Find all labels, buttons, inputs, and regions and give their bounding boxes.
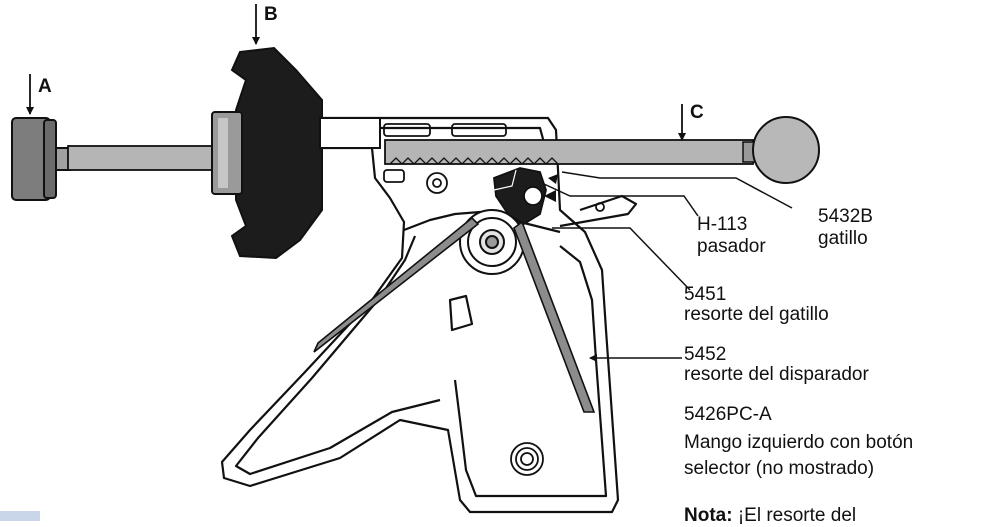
spring-arms [313,216,596,413]
label-trigger-code: 5432B [818,206,873,227]
label-pin-name: pasador [697,236,766,257]
front-cap [211,46,323,260]
label-handle-line1: Mango izquierdo con botón [684,432,914,453]
callout-c: C [690,102,704,123]
note-bold: Nota: [684,505,733,526]
label-handle-line2: selector (no mostrado) [684,458,875,479]
label-release-spring-code: 5452 [684,344,727,365]
label-release-spring-name: resorte del disparador [684,364,869,385]
corner-tab [0,511,40,521]
bottom-screw [510,442,544,476]
leader-lines [543,171,793,362]
pawl-arrows [544,174,558,202]
rack-rod [384,139,756,165]
plunger-rod-rear [67,145,219,171]
callout-a: A [38,76,52,97]
label-handle-code: 5426PC-A [684,404,772,425]
callout-arrows [26,4,686,141]
note-text: Nota: ¡El resorte del [684,505,856,527]
pivot-holes [426,172,605,212]
gun-handle [220,116,638,514]
plunger-cap [11,117,71,201]
label-trigger-spring-name: resorte del gatillo [684,304,829,325]
barrel-body [319,117,381,149]
callout-b: B [264,4,278,25]
label-trigger-spring-code: 5451 [684,284,727,305]
note-body: ¡El resorte del [732,505,857,526]
handle-slots [383,123,507,183]
trigger-pawl [493,167,547,226]
label-pin-code: H-113 [697,214,748,235]
ball-knob [752,116,820,184]
label-trigger-name: gatillo [818,228,868,249]
